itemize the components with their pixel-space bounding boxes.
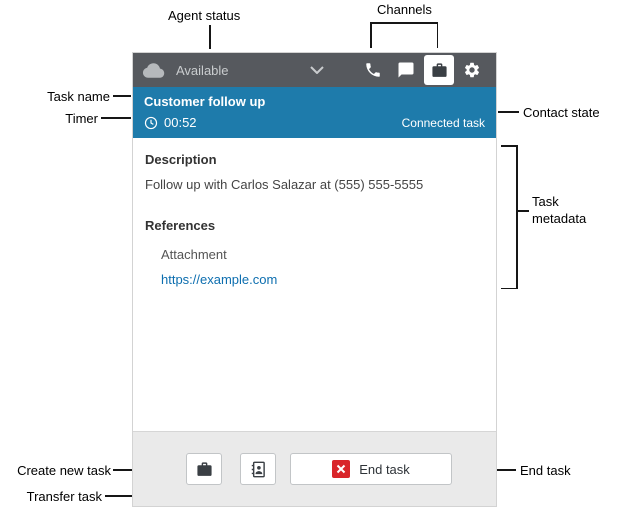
ccp-header: Available xyxy=(133,53,496,87)
transfer-task-button[interactable] xyxy=(240,453,276,485)
contact-state: Connected task xyxy=(401,115,485,130)
callout-task-name: Task name xyxy=(47,89,110,104)
task-footer: End task xyxy=(133,431,496,506)
end-task-button[interactable]: End task xyxy=(290,453,452,485)
leader-line-agent-status xyxy=(209,25,211,49)
metadata-bracket-vertical xyxy=(516,145,518,289)
briefcase-icon xyxy=(196,461,213,478)
leader-line-timer xyxy=(101,117,131,119)
leader-line-contact-state xyxy=(498,111,519,113)
agent-status-dropdown[interactable]: Available xyxy=(142,62,324,79)
address-book-icon xyxy=(249,460,268,479)
channel-tabs xyxy=(358,55,487,85)
task-name: Customer follow up xyxy=(144,94,266,109)
attachment-label: Attachment xyxy=(161,247,227,262)
metadata-bracket-connector xyxy=(516,210,529,212)
callout-contact-state: Contact state xyxy=(523,105,600,120)
callout-agent-status: Agent status xyxy=(168,8,241,23)
chat-bubble-icon[interactable] xyxy=(391,55,421,85)
chevron-down-icon xyxy=(310,66,324,74)
leader-line-channels-right xyxy=(436,22,438,48)
leader-line-channels-top xyxy=(370,22,438,24)
description-heading: Description xyxy=(145,152,217,167)
metadata-bracket-top-tick xyxy=(501,145,517,147)
agent-status-label: Available xyxy=(176,62,229,78)
task-tab-briefcase-icon[interactable] xyxy=(424,55,454,85)
callout-timer: Timer xyxy=(65,111,98,126)
clock-icon xyxy=(144,116,158,130)
metadata-bracket-bottom-tick xyxy=(501,287,517,289)
task-timer: 00:52 xyxy=(164,115,197,130)
gear-icon[interactable] xyxy=(457,55,487,85)
callout-end-task: End task xyxy=(520,463,571,478)
create-task-button[interactable] xyxy=(186,453,222,485)
callout-channels: Channels xyxy=(377,2,432,17)
description-text: Follow up with Carlos Salazar at (555) 5… xyxy=(145,177,424,192)
phone-icon[interactable] xyxy=(358,55,388,85)
callout-transfer-task: Transfer task xyxy=(26,489,102,504)
leader-line-channels-left xyxy=(370,22,372,48)
task-banner: Customer follow up 00:52 Connected task xyxy=(133,87,496,138)
end-task-label: End task xyxy=(359,461,410,477)
ccp-panel: Available Cu xyxy=(132,52,497,507)
task-body: Description Follow up with Carlos Salaza… xyxy=(133,138,496,431)
reference-link[interactable]: https://example.com xyxy=(161,272,278,287)
end-x-icon xyxy=(332,460,351,478)
callout-create-new-task: Create new task xyxy=(17,463,111,478)
cloud-icon xyxy=(142,62,167,79)
callout-task-metadata: Task metadata xyxy=(532,194,587,226)
references-heading: References xyxy=(145,218,216,233)
leader-line-task-name xyxy=(113,95,131,97)
